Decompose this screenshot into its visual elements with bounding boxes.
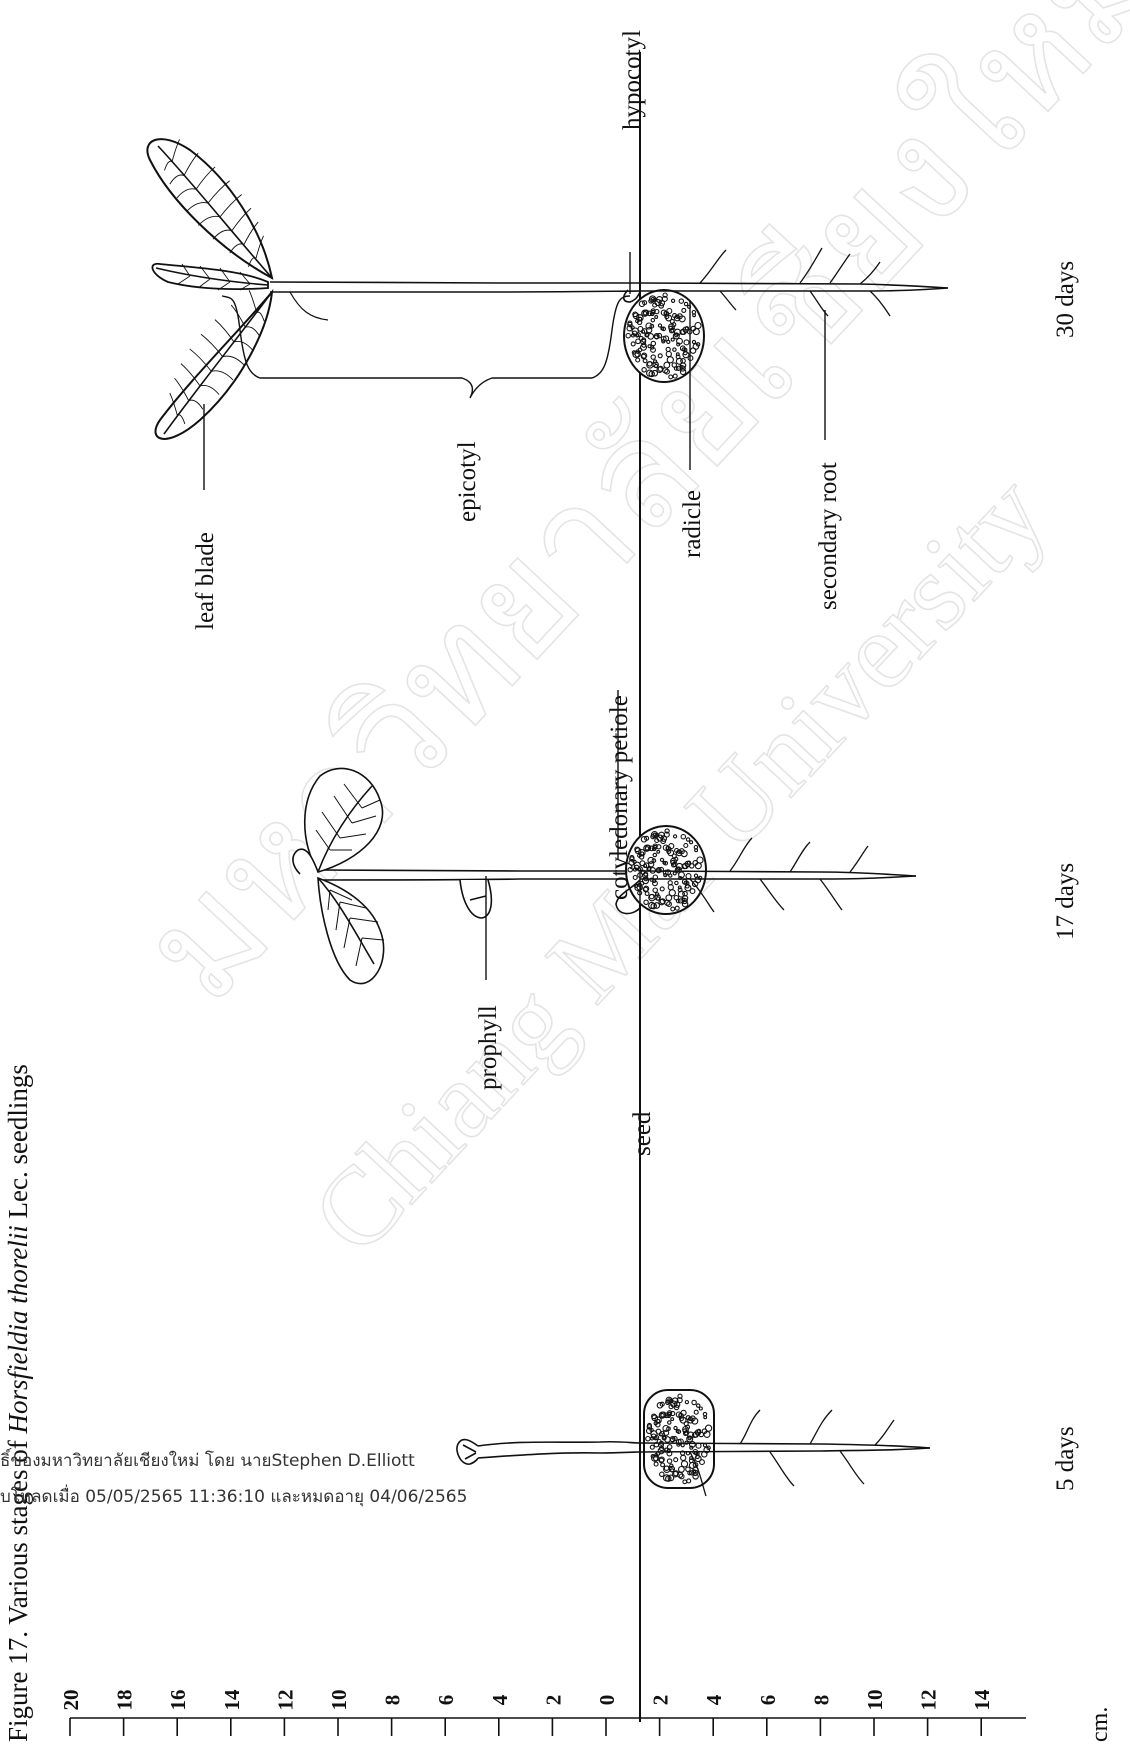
leaf-vein	[215, 320, 234, 342]
scale-tick-label: 14	[220, 1689, 244, 1711]
label-radicle: radicle	[679, 490, 706, 558]
caption-prefix: Figure 17. Various stages of	[3, 1434, 33, 1742]
leaf-17-days-lower	[318, 878, 384, 984]
download-stamp-line-2: บโหลดเมื่อ 05/05/2565 11:36:10 และหมดอาย…	[0, 1484, 467, 1507]
scale-tick-label: 6	[434, 1695, 458, 1706]
scale-tick-label: 12	[917, 1690, 941, 1711]
label-secondary-root: secondary root	[815, 462, 842, 610]
scale-ticks	[70, 1718, 981, 1736]
scale-tick-label: 6	[756, 1695, 780, 1706]
scale-bar	[70, 1718, 1026, 1736]
scale-tick-label: 10	[327, 1690, 351, 1711]
secondary-roots-5-days	[690, 1410, 894, 1496]
shoot-5-days	[478, 1442, 640, 1446]
scale-unit: cm.	[1087, 1707, 1113, 1742]
stage-label-5-days: 5 days	[1052, 1426, 1079, 1491]
scale-tick-label: 0	[595, 1695, 619, 1706]
university-watermark: มหาวิทยาลัยเชียงใหม่ Chiang Mai Universi…	[111, 0, 1130, 1276]
scale-tick-label: 18	[113, 1690, 137, 1711]
scale-tick-label: 8	[809, 1695, 833, 1706]
epicotyl-bracket	[222, 296, 630, 398]
label-seed: seed	[629, 1111, 656, 1156]
scale-tick-label: 2	[649, 1695, 673, 1706]
label-cotyledonary-petiole: cotyledonary petiole	[606, 695, 633, 900]
stage-label-17-days: 17 days	[1052, 863, 1079, 940]
caption-suffix: Lec. seedlings	[3, 1064, 33, 1225]
scale-tick-label: 10	[863, 1690, 887, 1711]
figure-caption: Figure 17. Various stages of Horsfieldia…	[3, 1064, 33, 1742]
label-epicotyl: epicotyl	[454, 441, 481, 522]
label-hypocotyl: hypocotyl	[619, 30, 646, 130]
scale-tick-label: 12	[273, 1690, 297, 1711]
label-prophyll: prophyll	[475, 1005, 502, 1090]
scale-tick-label: 4	[488, 1694, 512, 1705]
scale-tick-label: 8	[381, 1695, 405, 1706]
scale-tick-label: 2	[541, 1695, 565, 1706]
leaf-30-days-middle	[152, 264, 268, 289]
download-stamp-line-1: ธิ์ของมหาวิทยาลัยเชียงใหม่ โดย นายStephe…	[0, 1448, 415, 1471]
caption-species: Horsfieldia thorelii	[3, 1225, 33, 1434]
scale-tick-label: 16	[166, 1690, 190, 1711]
scale-tick-labels: 201816141210864202468101214	[59, 1689, 994, 1711]
label-leaf-blade: leaf blade	[192, 532, 219, 630]
scale-tick-label: 4	[702, 1694, 726, 1705]
scale-tick-label: 14	[970, 1689, 994, 1711]
seedling-5-days	[457, 1390, 930, 1496]
stem-30-days	[270, 282, 640, 283]
leaf-vein	[249, 290, 257, 312]
stage-label-30-days: 30 days	[1052, 261, 1079, 338]
scale-tick-label: 20	[59, 1690, 83, 1711]
